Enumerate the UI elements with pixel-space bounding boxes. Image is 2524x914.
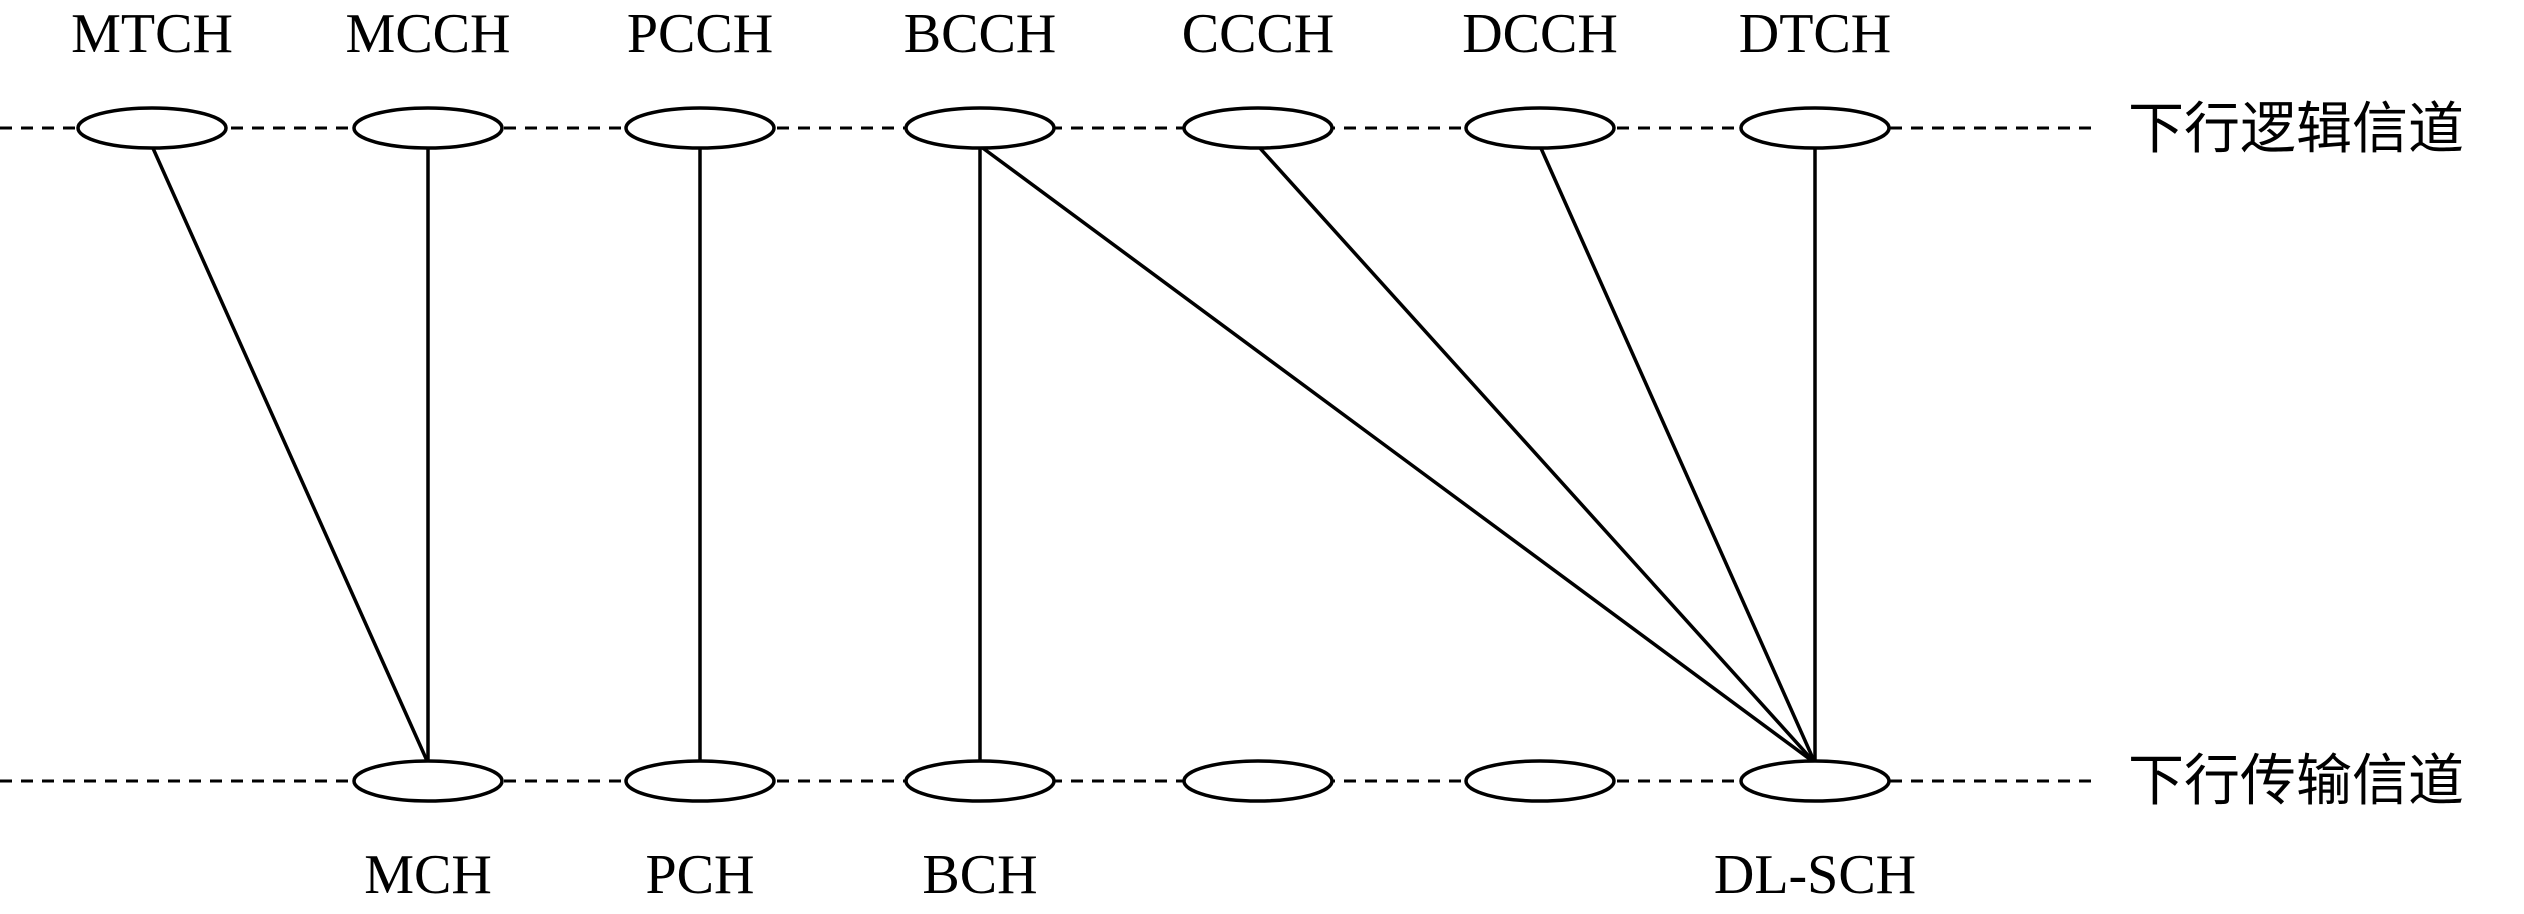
link-ccch-to-dl-sch bbox=[1256, 144, 1817, 765]
logical-label-mtch: MTCH bbox=[71, 3, 233, 65]
transport-row-label: 下行传输信道 bbox=[2128, 749, 2464, 814]
transport-label-mch: MCH bbox=[364, 844, 492, 906]
logical-label-ccch: CCCH bbox=[1182, 3, 1335, 65]
transport-label-dl-sch: DL-SCH bbox=[1714, 844, 1916, 906]
transport-node-dl-sch bbox=[1739, 759, 1891, 803]
transport-node-bch bbox=[904, 759, 1056, 803]
logical-label-dtch: DTCH bbox=[1739, 3, 1891, 65]
transport-node-mch bbox=[352, 759, 504, 803]
logical-node-mtch bbox=[76, 106, 228, 150]
link-mtch-to-mch bbox=[150, 145, 430, 764]
logical-node-bcch bbox=[904, 106, 1056, 150]
logical-node-dcch bbox=[1464, 106, 1616, 150]
transport-label-pch: PCH bbox=[646, 844, 755, 906]
logical-label-dcch: DCCH bbox=[1462, 3, 1618, 65]
transport-node-unlabeled-5 bbox=[1464, 759, 1616, 803]
transport-node-pch bbox=[624, 759, 776, 803]
logical-node-mcch bbox=[352, 106, 504, 150]
logical-label-pcch: PCCH bbox=[627, 3, 773, 65]
link-dcch-to-dl-sch bbox=[1538, 145, 1817, 764]
logical-label-bcch: BCCH bbox=[904, 3, 1057, 65]
link-bcch-to-dl-sch bbox=[978, 144, 1817, 765]
logical-channel-nodes bbox=[76, 106, 1891, 150]
logical-node-ccch bbox=[1182, 106, 1334, 150]
transport-channel-nodes bbox=[352, 759, 1891, 803]
logical-node-pcch bbox=[624, 106, 776, 150]
transport-node-unlabeled-4 bbox=[1182, 759, 1334, 803]
transport-label-bch: BCH bbox=[922, 844, 1037, 906]
logical-label-mcch: MCCH bbox=[346, 3, 511, 65]
mapping-links bbox=[150, 144, 1817, 765]
logical-row-label: 下行逻辑信道 bbox=[2128, 97, 2464, 162]
logical-node-dtch bbox=[1739, 106, 1891, 150]
